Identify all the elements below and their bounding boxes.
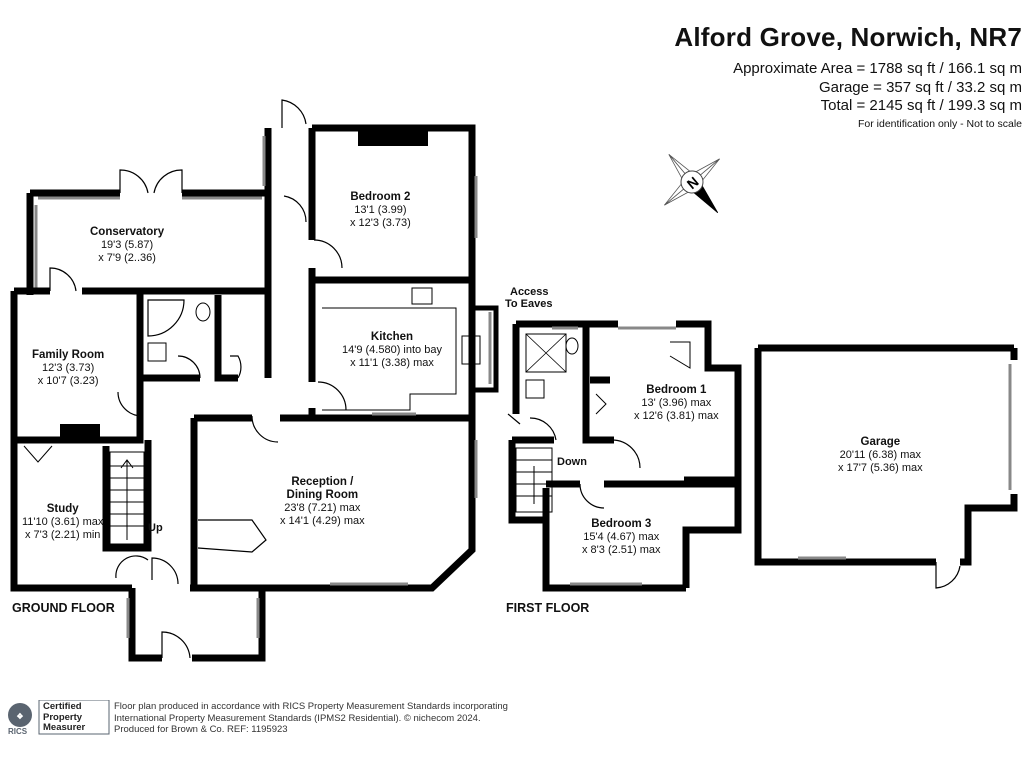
badge-line: Measurer — [43, 722, 86, 733]
rics-logo-icon: ❖ RICS — [8, 699, 110, 736]
eaves-label-line2: To Eaves — [505, 298, 553, 310]
room-dim: 15'4 (4.67) max — [583, 531, 660, 543]
room-dim: x 17'7 (5.36) max — [838, 462, 923, 474]
kitchen-worktop — [322, 307, 457, 411]
room-dim: x 8'3 (2.51) max — [582, 544, 661, 556]
room-dim: x 14'1 (4.29) max — [280, 515, 365, 527]
room-dim: x 7'3 (2.21) min — [24, 529, 101, 541]
room-dim: x 12'3 (3.73) — [350, 217, 411, 229]
room-name: Garage — [860, 436, 901, 448]
first-floor-label: FIRST FLOOR — [506, 601, 590, 615]
footer-line: Produced for Brown & Co. REF: 1195923 — [114, 724, 288, 735]
room-name: Reception / — [291, 476, 354, 488]
total-area: Total = 2145 sq ft / 199.3 sq m — [820, 97, 1022, 114]
study-walls — [10, 440, 152, 588]
ground-floor-label: GROUND FLOOR — [12, 601, 115, 615]
room-dim: 11'10 (3.61) max — [22, 516, 104, 528]
svg-text:RICS: RICS — [8, 727, 28, 736]
family-room-door — [49, 267, 77, 292]
room-name: Family Room — [32, 349, 105, 361]
front-door — [161, 631, 191, 659]
garage-plan — [754, 344, 1018, 589]
reception-fireplace — [197, 519, 267, 553]
compass-icon — [664, 154, 720, 213]
room-dim: x 10'7 (3.23) — [37, 375, 99, 387]
bath-tub — [147, 299, 185, 337]
room-dim: x 11'1 (3.38) max — [350, 357, 434, 369]
garage-door — [935, 562, 961, 589]
room-name: Dining Room — [286, 489, 359, 501]
room-dim: 12'3 (3.73) — [41, 362, 95, 374]
room-name: Bedroom 1 — [646, 384, 707, 396]
stairs-up-arrow — [120, 459, 134, 540]
stairs-down-label: Down — [557, 456, 587, 468]
room-reception: Reception / Dining Room 23'8 (7.21) max … — [280, 476, 365, 528]
room-dim: 19'3 (5.87) — [100, 239, 154, 251]
conservatory-windows — [34, 196, 262, 288]
garage-area: Garage = 357 sq ft / 33.2 sq m — [818, 79, 1022, 96]
hob — [411, 287, 433, 305]
room-name: Bedroom 3 — [591, 518, 652, 530]
kitchen-sink — [461, 335, 481, 365]
room-dim: x 7'9 (2..36) — [98, 252, 156, 264]
room-name: Conservatory — [90, 226, 165, 238]
room-dim: 14'9 (4.580) into bay — [342, 344, 442, 356]
kitchen-bay — [472, 305, 499, 393]
rics-badge: ❖ RICS Certified Property Measurer — [6, 699, 110, 741]
room-bedroom-3: Bedroom 3 15'4 (4.67) max x 8'3 (2.51) m… — [582, 518, 661, 557]
room-dim: 13' (3.96) max — [641, 397, 712, 409]
first-floor-plan — [507, 320, 742, 592]
toilet — [195, 302, 211, 322]
footer-notes: Floor plan produced in accordance with R… — [114, 701, 508, 736]
rics-badge-text: Certified Property Measurer — [43, 701, 86, 734]
study-cupboard-door — [23, 445, 53, 463]
approx-area: Approximate Area = 1788 sq ft / 166.1 sq… — [733, 60, 1022, 77]
svg-text:❖: ❖ — [16, 712, 23, 721]
room-bedroom-1: Bedroom 1 13' (3.96) max x 12'6 (3.81) m… — [634, 384, 719, 423]
footer-line: Floor plan produced in accordance with R… — [114, 701, 508, 712]
shower-tray — [525, 333, 567, 373]
ground-floor-plan — [10, 99, 499, 662]
bathroom-walls — [136, 295, 272, 382]
stairs-up-label: Up — [148, 522, 163, 534]
room-kitchen: Kitchen 14'9 (4.580) into bay x 11'1 (3.… — [342, 331, 442, 370]
first-floor-stairs — [515, 447, 553, 513]
room-dim: 20'11 (6.38) max — [839, 449, 922, 461]
room-name: Kitchen — [370, 331, 414, 343]
basin — [147, 342, 167, 362]
badge-line: Property — [43, 711, 83, 723]
eaves-label-line1: Access — [510, 286, 549, 298]
property-title: Alford Grove, Norwich, NR7 — [674, 22, 1022, 52]
footer-line: International Property Measurement Stand… — [114, 712, 481, 724]
identification-note: For identification only - Not to scale — [858, 118, 1022, 130]
room-bedroom-2: Bedroom 2 13'1 (3.99) x 12'3 (3.73) — [350, 191, 411, 230]
room-dim: 13'1 (3.99) — [354, 204, 407, 216]
badge-line: Certified — [43, 701, 82, 712]
first-floor-toilet — [565, 337, 579, 355]
reception-walls — [190, 414, 476, 592]
room-dim: x 12'6 (3.81) max — [634, 410, 719, 422]
room-conservatory: Conservatory 19'3 (5.87) x 7'9 (2..36) — [90, 226, 164, 265]
room-name: Study — [46, 503, 79, 515]
conservatory-door — [119, 169, 183, 194]
room-name: Bedroom 2 — [350, 191, 411, 203]
room-dim: 23'8 (7.21) max — [284, 502, 361, 514]
room-family: Family Room 12'3 (3.73) x 10'7 (3.23) — [32, 349, 104, 388]
room-garage: Garage 20'11 (6.38) max x 17'7 (5.36) ma… — [838, 436, 923, 475]
family-room-fireplace — [60, 424, 100, 442]
room-study: Study 11'10 (3.61) max x 7'3 (2.21) min — [22, 503, 103, 542]
